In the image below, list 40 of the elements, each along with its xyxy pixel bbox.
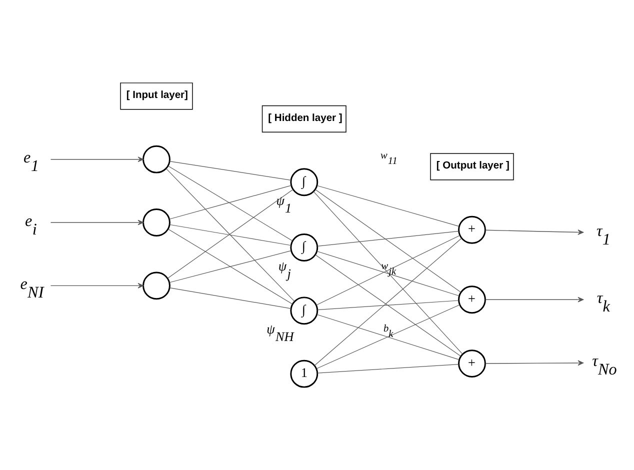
connector — [166, 168, 295, 302]
connector — [169, 160, 292, 180]
node-circle: 1 — [290, 360, 318, 388]
connector — [169, 288, 292, 309]
connector — [315, 189, 462, 293]
node-circle: + — [458, 216, 486, 244]
node-circle: ∫ — [290, 296, 318, 325]
arrow — [485, 230, 584, 235]
node-box: [ Input layer] — [120, 82, 193, 110]
connector — [169, 224, 292, 246]
node-circle: + — [458, 350, 486, 378]
node-box: [ Hidden layer ] — [262, 105, 346, 133]
connector — [314, 238, 462, 366]
connector — [169, 250, 292, 283]
connector — [317, 300, 459, 310]
node-circle: + — [458, 286, 486, 314]
connector — [316, 250, 460, 296]
connector — [317, 230, 460, 246]
node-circle — [142, 145, 170, 174]
connector — [316, 314, 460, 360]
connector — [317, 364, 459, 374]
connector — [169, 185, 292, 220]
connector — [316, 304, 460, 369]
connector — [168, 166, 293, 242]
connector — [167, 189, 294, 279]
arrow — [50, 220, 144, 226]
arrow — [485, 360, 584, 366]
node-circle — [142, 272, 170, 300]
connector — [316, 185, 460, 227]
node-circle — [142, 208, 170, 236]
connector — [315, 254, 462, 357]
connector — [168, 228, 293, 304]
connector — [316, 235, 460, 306]
arrow — [50, 156, 144, 162]
arrow — [50, 283, 144, 288]
node-circle: ∫ — [290, 168, 318, 196]
node-circle: ∫ — [290, 234, 318, 262]
connector — [313, 191, 463, 354]
arrow — [485, 296, 584, 302]
node-box: [ Output layer ] — [430, 153, 514, 180]
